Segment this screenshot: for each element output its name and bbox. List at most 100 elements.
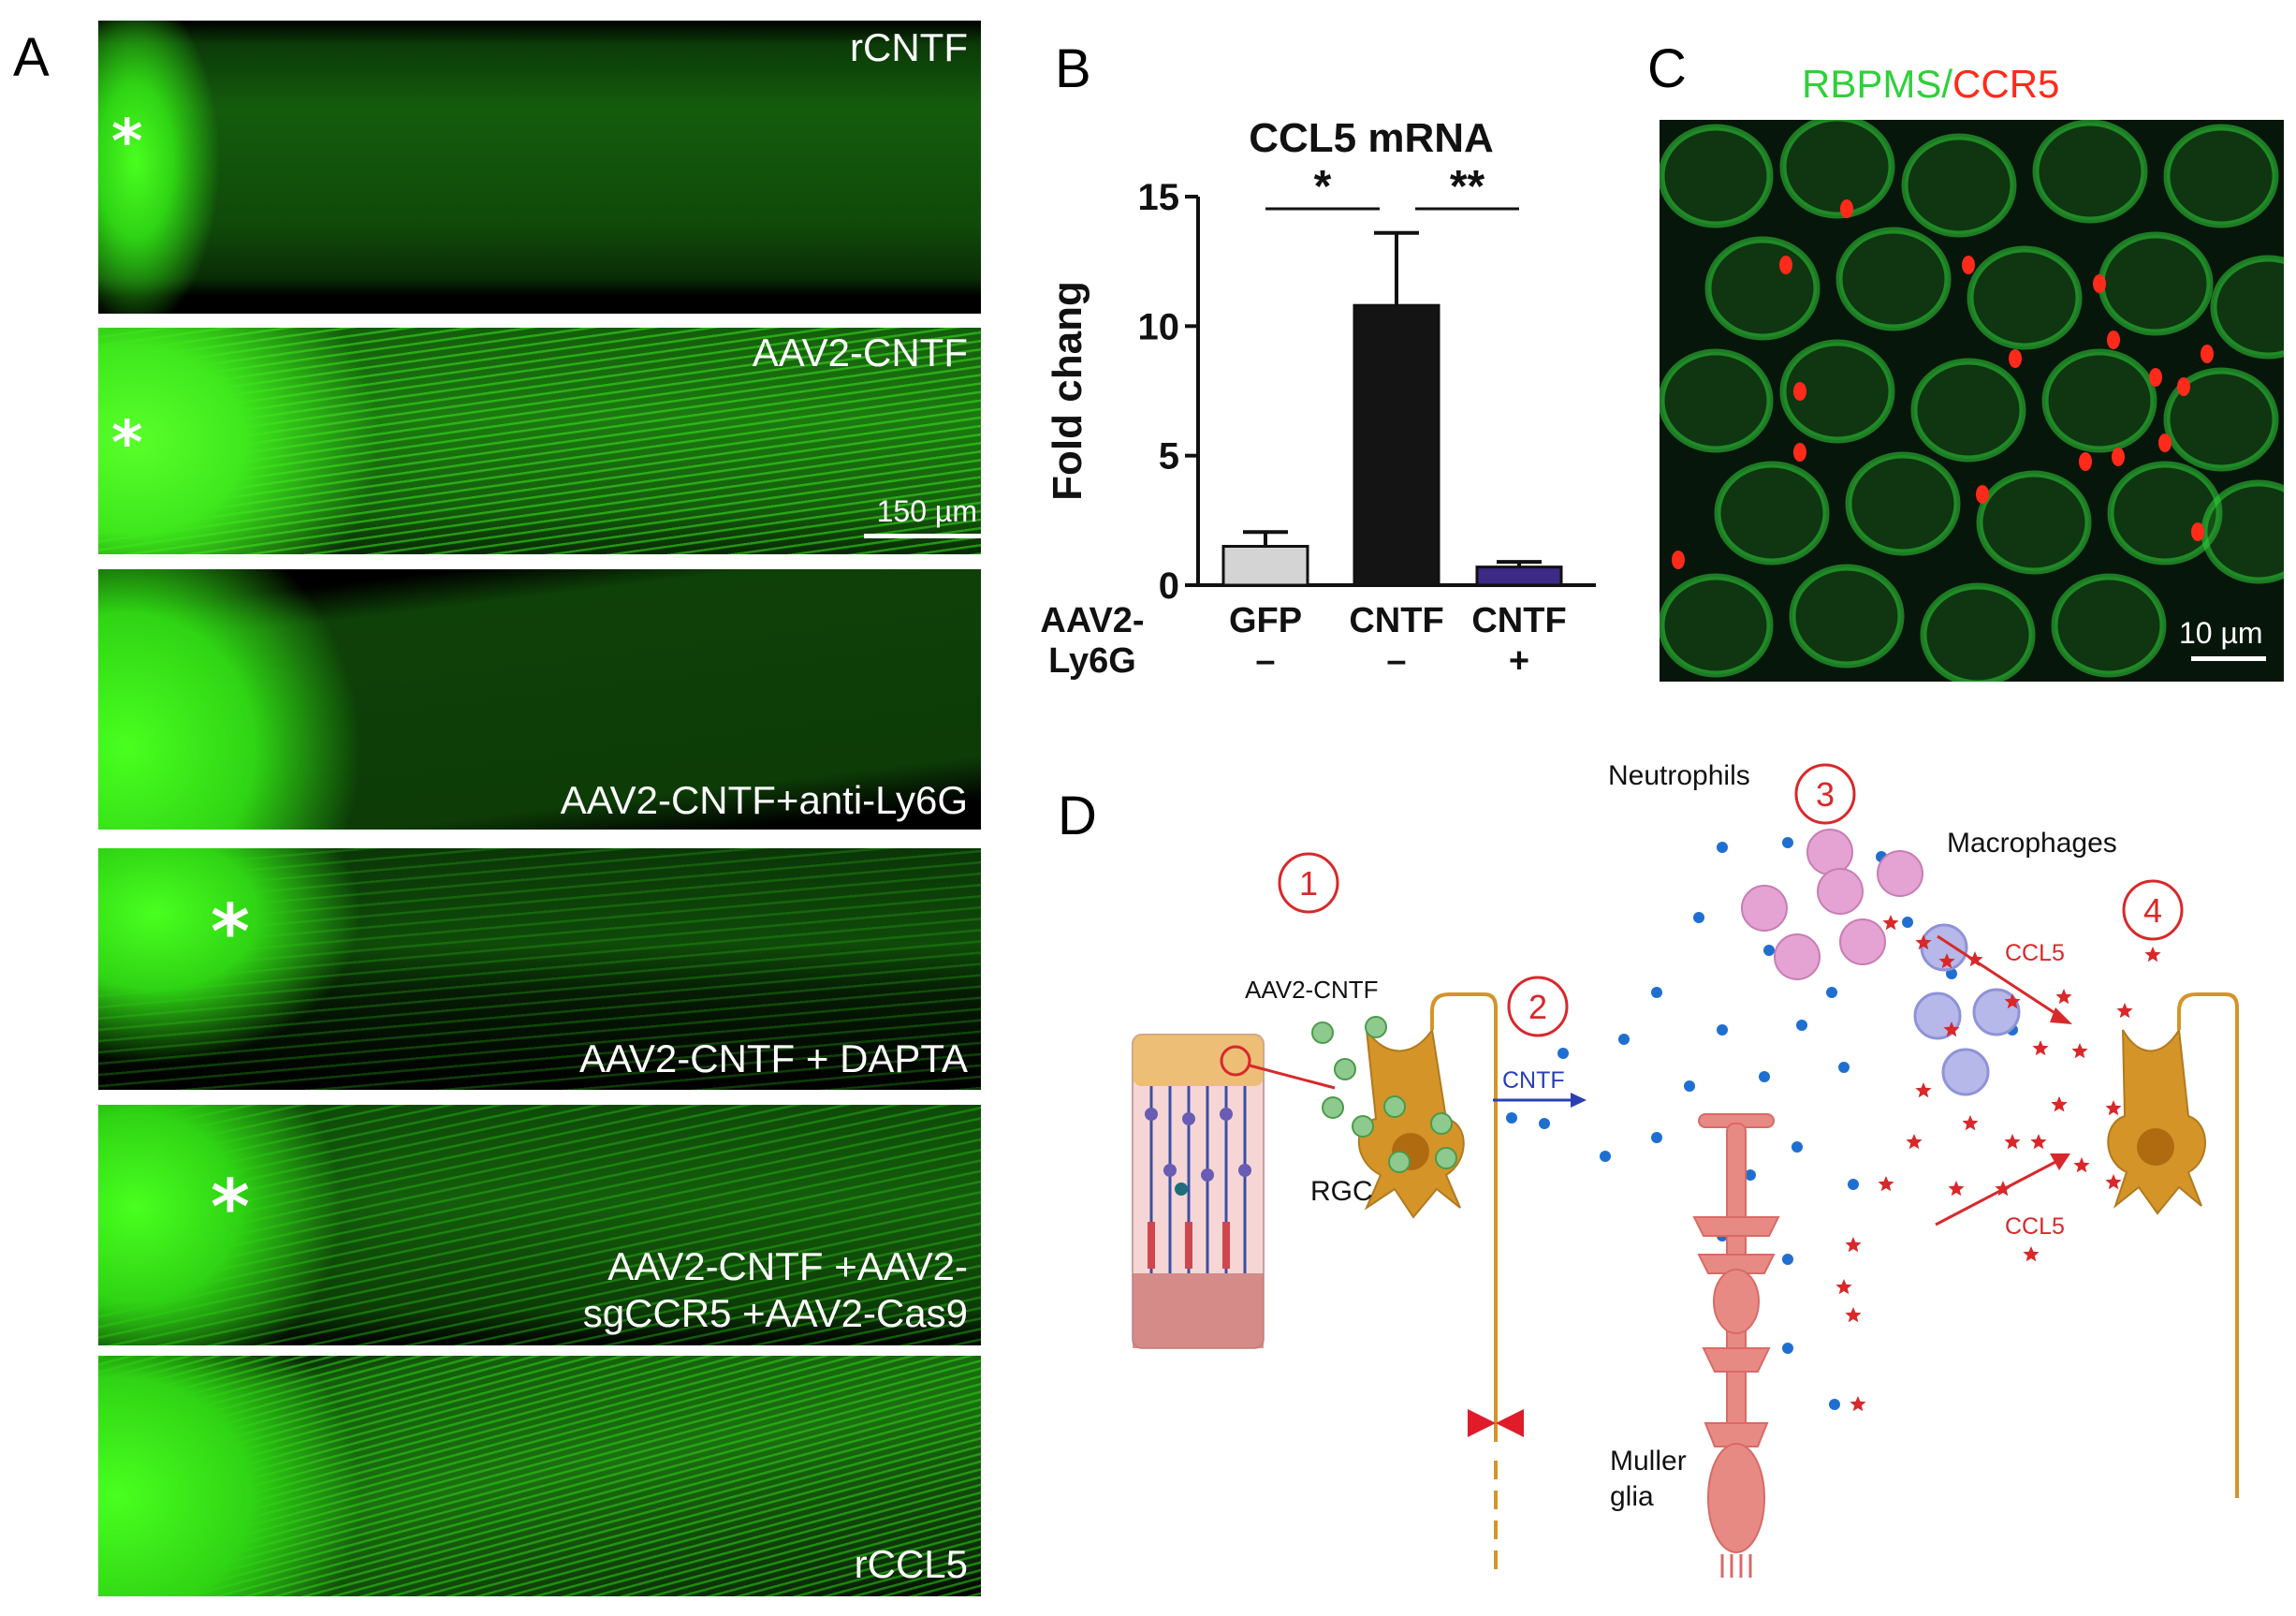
- row-label-line1: AAV2-: [1040, 601, 1144, 640]
- ccr5-puncta: [1962, 256, 1975, 274]
- ccr5-puncta: [2093, 274, 2106, 293]
- ccr5-puncta: [1779, 256, 1792, 274]
- micrograph-anti-ly6g: AAV2-CNTF+anti-Ly6G: [98, 569, 981, 830]
- scale-bar-label: 10 µm: [2179, 616, 2263, 650]
- ccr5-puncta: [1793, 443, 1806, 462]
- rgc-cell: [2201, 479, 2284, 584]
- cntf-molecules: [1506, 837, 2018, 1410]
- panel-label-b: B: [1055, 38, 1091, 99]
- rgc-cell: [1660, 573, 1774, 678]
- ccl5-star: [2105, 1100, 2122, 1116]
- ccl5-star: [2071, 1043, 2088, 1059]
- step-4-number: 4: [2143, 891, 2162, 930]
- ccl5-star: [1938, 953, 1955, 969]
- significance-label: **: [1450, 162, 1485, 212]
- ccl5-star: [1915, 1082, 1932, 1098]
- muller-label-1: Muller: [1610, 1446, 1687, 1476]
- bars: [1221, 230, 1563, 587]
- y-tick-label: 0: [1159, 566, 1179, 607]
- image-label: AAV2-CNTF + DAPTA: [578, 1036, 968, 1080]
- significance-marks: ***: [1265, 162, 1519, 212]
- ly6g-sign: –: [1255, 641, 1275, 681]
- ccl5-star: [2144, 947, 2161, 962]
- rgc-neuron-right: [2107, 992, 2239, 1498]
- ccl5-star: [2051, 1096, 2068, 1112]
- step-3-marker: 3: [1794, 763, 1856, 825]
- stain-title-slash: /: [1941, 62, 1953, 106]
- y-tick-label: 5: [1159, 436, 1179, 477]
- ccl5-star: [1850, 1396, 1866, 1412]
- ccr5-puncta: [2158, 433, 2172, 452]
- scale-bar: [2191, 656, 2266, 661]
- step-2-number: 2: [1528, 988, 1547, 1026]
- rgc-cell: [2032, 120, 2148, 224]
- ccl5-label-top: CCL5: [2005, 940, 2065, 966]
- category-label: GFP: [1229, 601, 1302, 640]
- ccl5-star: [1962, 1115, 1979, 1131]
- aav2-cntf-particles: [1311, 1016, 1457, 1173]
- ccl5-arrowhead-bottom: [2050, 1153, 2070, 1170]
- image-label-line2: sgCCR5 +AAV2-Cas9: [582, 1291, 968, 1335]
- bar: [1475, 566, 1563, 587]
- ccr5-puncta: [1672, 551, 1685, 569]
- image-label: rCNTF: [850, 25, 968, 69]
- rgc-cell: [1779, 339, 1895, 444]
- lesion-asterisk: *: [111, 409, 143, 478]
- y-tick-label: 10: [1138, 306, 1180, 347]
- ccr5-puncta: [1976, 485, 1989, 504]
- rgc-cell: [2041, 348, 2157, 453]
- micrograph-sgccr5: * AAV2-CNTF +AAV2- sgCCR5 +AAV2-Cas9: [98, 1105, 981, 1345]
- lesion-asterisk: *: [211, 889, 250, 976]
- image-label: AAV2-CNTF: [752, 331, 968, 375]
- rgc-cell: [1779, 120, 1895, 219]
- retina-section: [1132, 1034, 1336, 1349]
- ccr5-puncta: [2112, 448, 2125, 466]
- ccr5-puncta: [2107, 331, 2120, 349]
- image-label-line1: AAV2-CNTF +AAV2-: [607, 1244, 968, 1288]
- ly6g-sign: –: [1386, 641, 1406, 681]
- rgc-cell: [2163, 124, 2279, 228]
- macrophages: [1913, 923, 2021, 1096]
- panel-label-d: D: [1058, 786, 1097, 846]
- stain-title: RBPMS/CCR5: [1802, 62, 2059, 107]
- micrograph-aav2-cntf: * AAV2-CNTF 150 µm: [98, 328, 981, 554]
- step-1-number: 1: [1299, 864, 1318, 903]
- ccl5-star: [1878, 1176, 1894, 1192]
- ccl5-star: [1882, 915, 1899, 931]
- ccl5-star: [1967, 951, 1983, 967]
- bar: [1221, 545, 1309, 587]
- step-2-marker: 2: [1507, 976, 1569, 1037]
- macrophages-label: Macrophages: [1947, 828, 2117, 859]
- rgc-cell: [1714, 461, 1830, 566]
- significance-label: *: [1314, 162, 1332, 212]
- step-1-marker: 1: [1278, 852, 1339, 914]
- micrograph-rbpms-ccr5: 10 µm: [1660, 120, 2284, 682]
- rgc-cell: [1920, 582, 2036, 682]
- step-3-number: 3: [1816, 775, 1835, 814]
- panel-label-a: A: [13, 27, 50, 88]
- ccl5-star: [2004, 993, 2021, 1009]
- cell-field: [1660, 120, 2284, 682]
- rgc-cell: [2098, 231, 2214, 336]
- y-tick-label: 15: [1138, 177, 1180, 218]
- ccr5-puncta: [2079, 452, 2092, 471]
- ccl5-star: [1835, 1279, 1852, 1295]
- rgc-label: RGC: [1310, 1176, 1373, 1207]
- ccl5-star: [2073, 1157, 2090, 1173]
- ccl5-star: [2055, 989, 2072, 1005]
- rgc-cell: [1660, 348, 1774, 453]
- rgc-cell: [2051, 573, 2167, 678]
- category-label: CNTF: [1471, 601, 1566, 640]
- ccl5-star: [2032, 1040, 2049, 1056]
- mechanism-diagram: AAV2-CNTF RGC CNTF Neutrophils Macrophag…: [1132, 760, 2239, 1578]
- lesion-asterisk: *: [111, 108, 143, 177]
- ccl5-star: [1915, 934, 1932, 950]
- ccr5-puncta: [2009, 349, 2022, 368]
- step-4-marker: 4: [2122, 879, 2184, 941]
- neutrophils-label: Neutrophils: [1608, 760, 1750, 791]
- rgc-neuron-left: [1357, 992, 1524, 1573]
- ly6g-sign: +: [1509, 641, 1529, 681]
- cntf-arrowhead: [1571, 1093, 1587, 1108]
- ccr5-puncta: [1840, 199, 1853, 218]
